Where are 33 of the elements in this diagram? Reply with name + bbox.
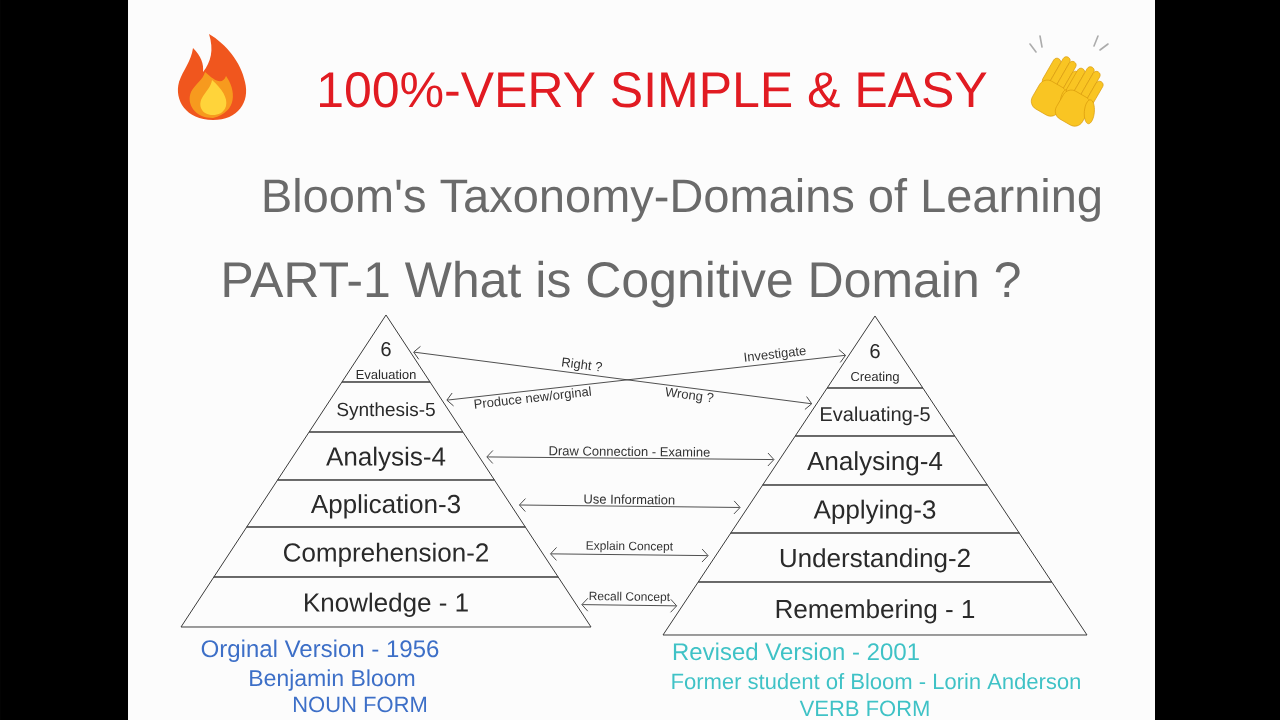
edge-label: Right ?: [561, 357, 603, 372]
caption: Revised Version - 2001: [673, 642, 919, 661]
line-annotation: Wrong ?: [665, 387, 714, 404]
subheading: PART-1 What is Cognitive Domain ?: [224, 260, 1020, 308]
pyramid-tier: Applying-3: [730, 484, 1020, 534]
pyramid-tier: 6 Creating: [826, 315, 924, 389]
edge-label: Use Information: [584, 494, 675, 505]
caption: Former student of Bloom - Lorin Anderson: [672, 673, 1080, 690]
arrow: [518, 498, 741, 515]
edge-label: Recall Concept: [589, 591, 670, 604]
arrow: [486, 450, 775, 467]
arrow: [446, 349, 846, 407]
edge-label: Explain Concept: [586, 541, 673, 553]
pyramid-tier: Application-3: [246, 479, 526, 528]
pyramid-tier: 6 Evaluation: [341, 314, 431, 383]
edge-label: Produce new/orginal: [474, 386, 592, 409]
arrow: [413, 345, 813, 410]
title: Bloom's Taxonomy-Domains of Learning: [264, 177, 1100, 222]
edge-label: Draw Connection - Examine: [549, 446, 710, 457]
caption: VERB FORM: [799, 700, 929, 717]
pyramid-tier: Analysing-4: [762, 435, 988, 486]
pyramid-tier: Evaluating-5: [794, 387, 956, 437]
pyramid-tier: Understanding-2: [697, 532, 1053, 583]
arrow: [581, 597, 678, 613]
caption: Benjamin Bloom: [250, 669, 415, 691]
caption: NOUN FORM: [294, 696, 426, 713]
line-annotation: Investigate: [744, 347, 806, 362]
pyramid-tier: Synthesis-5: [308, 381, 464, 433]
caption: Orginal Version - 1956: [201, 639, 439, 662]
arrow: [550, 546, 709, 563]
banner-heading: 100%-VERY SIMPLE & EASY: [320, 72, 987, 108]
pyramid-tier: Comprehension-2: [213, 526, 559, 578]
pyramid-tier: Analysis-4: [277, 431, 495, 481]
